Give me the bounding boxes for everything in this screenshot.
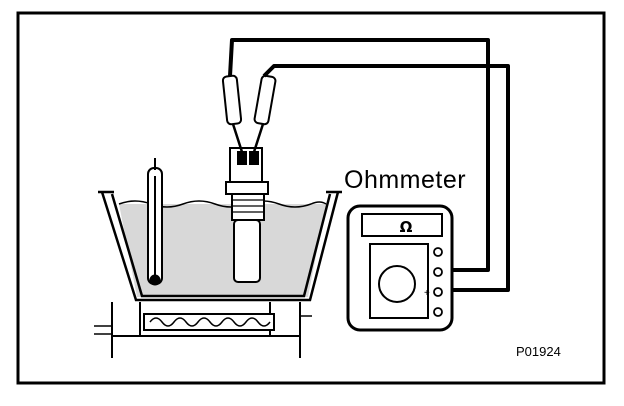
sensor xyxy=(225,147,269,283)
test-probes xyxy=(221,74,277,153)
meter-omega-symbol: Ω xyxy=(399,218,413,236)
test-leads xyxy=(228,38,510,292)
figure-code: P01924 xyxy=(516,344,561,359)
ohmmeter xyxy=(346,204,454,332)
figure-frame xyxy=(16,11,606,385)
thermometer xyxy=(147,158,163,286)
plus-terminal-mark: + xyxy=(424,288,430,299)
container xyxy=(98,190,342,302)
heater xyxy=(94,302,312,358)
water xyxy=(119,204,326,297)
ohmmeter-label: Ohmmeter xyxy=(344,166,467,194)
